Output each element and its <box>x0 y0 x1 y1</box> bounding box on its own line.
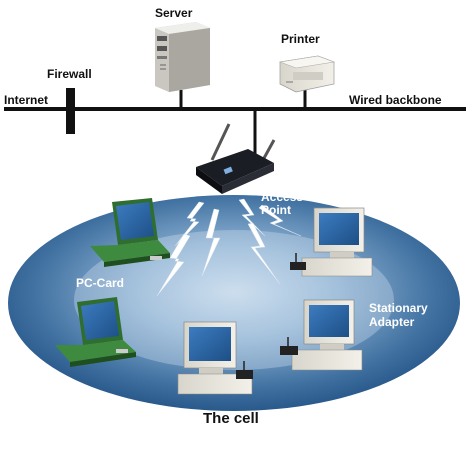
internet-label: Internet <box>4 93 49 107</box>
access-point-label-line1: Access <box>261 190 304 204</box>
printer-icon <box>278 55 336 108</box>
wireless-signal <box>156 198 302 297</box>
desktop-pc-icon-center <box>177 321 253 395</box>
desktop-pc-icon-right-bottom <box>280 299 363 371</box>
stationary-adapter-label-line2: Adapter <box>369 315 415 329</box>
laptop-icon-bottom <box>55 297 136 367</box>
server-label: Server <box>155 6 193 20</box>
wired-backbone-label: Wired backbone <box>349 93 442 107</box>
stationary-adapter-label-line1: Stationary <box>369 301 428 315</box>
pc-card-label: PC-Card <box>76 276 125 290</box>
cell-label: The cell <box>203 410 259 427</box>
printer-label: Printer <box>281 32 320 46</box>
wired-backbone-line <box>4 107 466 111</box>
laptop-icon-top <box>90 198 170 267</box>
access-point-icon <box>196 123 276 194</box>
firewall-label: Firewall <box>47 67 92 81</box>
firewall-icon <box>66 88 75 134</box>
server-icon <box>155 22 210 108</box>
desktop-pc-icon-right-top <box>290 207 373 277</box>
access-point-label-line2: Point <box>261 203 291 217</box>
